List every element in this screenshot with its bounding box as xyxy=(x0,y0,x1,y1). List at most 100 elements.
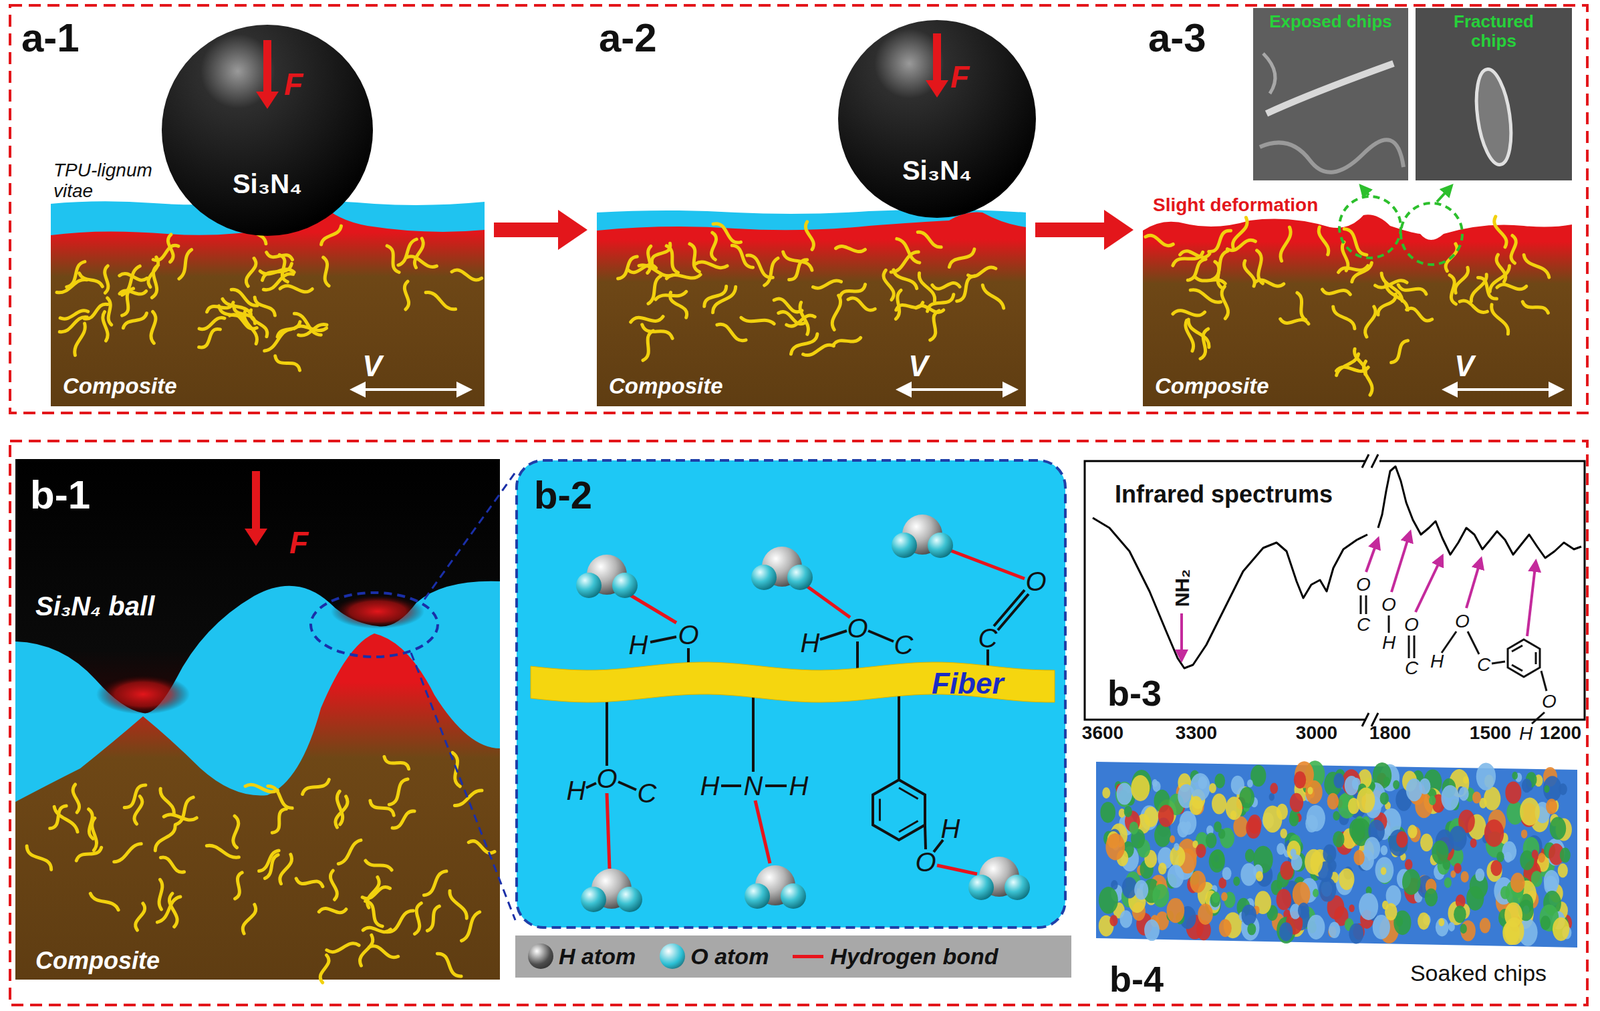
surface-peak xyxy=(1396,916,1404,927)
fiber-strand xyxy=(135,903,146,931)
surface-peak xyxy=(1438,918,1445,927)
surface-peak xyxy=(1169,835,1175,844)
surface-peak xyxy=(1100,802,1116,824)
atom-label: H xyxy=(700,771,720,801)
atom-label: C xyxy=(978,623,998,653)
fiber-strand xyxy=(199,328,221,347)
water-atom xyxy=(612,572,638,599)
legend-line-swatch xyxy=(792,955,824,959)
surface-peak xyxy=(1511,771,1518,780)
surface-peak xyxy=(1444,877,1452,889)
fiber-strand xyxy=(404,281,409,310)
chemical-bond xyxy=(993,590,1025,627)
line-element xyxy=(1362,454,1369,468)
panel-label: b-1 xyxy=(30,473,91,518)
fiber-strand xyxy=(1489,265,1510,293)
fiber-label: Fiber xyxy=(931,667,1004,700)
fiber-strand xyxy=(233,305,256,324)
fiber-strand xyxy=(124,785,146,809)
surface-peak xyxy=(1190,773,1211,802)
surface-peak xyxy=(1195,844,1206,859)
surface-peak xyxy=(1105,833,1125,861)
atom-label: H xyxy=(789,771,809,801)
surface-peak xyxy=(1540,915,1551,931)
fiber-strand xyxy=(741,317,774,324)
fiber-strand xyxy=(263,274,293,291)
block-label: Composite xyxy=(35,947,160,975)
surface-base xyxy=(1096,761,1578,948)
panel-label: b-3 xyxy=(1107,673,1162,714)
fiber-strand xyxy=(320,955,329,983)
surface-peak xyxy=(1293,771,1306,789)
fiber-strand xyxy=(832,295,841,330)
fiber-strand xyxy=(72,784,79,813)
fiber-strand xyxy=(1471,274,1487,302)
fiber-strand xyxy=(323,257,329,287)
surface-peak xyxy=(1458,786,1470,801)
pointer-arrow xyxy=(1360,185,1369,196)
surface-peak xyxy=(1263,805,1283,833)
fiber-strand xyxy=(1406,308,1433,321)
line-element xyxy=(1531,712,1545,724)
surface-peak xyxy=(1211,892,1220,904)
atom-label: O xyxy=(1381,594,1397,616)
sem-texture xyxy=(1263,53,1276,94)
fiber-strand xyxy=(321,225,342,245)
force-arrow-head xyxy=(925,80,949,98)
fiber-strand xyxy=(338,840,361,864)
atom-label: O xyxy=(1404,614,1419,636)
fiber-strand xyxy=(1342,241,1349,271)
surface-peak xyxy=(1338,868,1355,891)
sem-image xyxy=(1253,8,1409,181)
composite-block: Composite xyxy=(596,193,1026,407)
surface-peak xyxy=(1279,828,1288,839)
line-element xyxy=(1413,635,1416,659)
ball-indenter xyxy=(161,24,373,236)
fiber-strand xyxy=(1185,320,1194,351)
surface-peak xyxy=(1358,892,1379,921)
surface-peak xyxy=(1328,922,1341,939)
surface-peak xyxy=(1209,783,1217,794)
surface-peak xyxy=(1348,923,1364,945)
chemical-bond xyxy=(924,826,926,850)
water-atom xyxy=(891,532,917,559)
fiber-strand xyxy=(114,844,142,863)
surface-peak xyxy=(1173,843,1179,851)
fiber-strand xyxy=(917,231,942,247)
fiber-strand xyxy=(1194,276,1226,284)
surface-peak xyxy=(1424,888,1438,907)
fiber-strand xyxy=(369,946,399,958)
fiber-strand xyxy=(930,310,940,341)
fiber-strand xyxy=(704,286,727,307)
surface-peak xyxy=(1521,829,1528,839)
surface-peak xyxy=(1276,881,1283,890)
highlight-circle xyxy=(1339,196,1401,258)
line-element xyxy=(1391,531,1411,593)
force-label: F xyxy=(289,525,309,561)
surface-peak xyxy=(1327,793,1340,811)
surface-peak xyxy=(1158,805,1175,828)
fiber-strand xyxy=(1391,340,1409,363)
fiber-strand xyxy=(773,298,803,313)
surface-peak xyxy=(1460,924,1468,935)
hydrogen-bond xyxy=(937,865,978,875)
fiber-strand xyxy=(638,265,673,277)
axis-tick: 3600 xyxy=(1082,723,1124,744)
surface-peak xyxy=(1312,888,1319,898)
surface-peak xyxy=(1504,902,1523,928)
surface-peak xyxy=(1460,920,1476,942)
legend-atom-swatch xyxy=(659,943,686,970)
fiber-strand xyxy=(76,847,101,861)
water-atom xyxy=(968,874,994,901)
surface-peak xyxy=(1205,832,1218,849)
surface-peak xyxy=(1537,852,1546,863)
fiber-strand xyxy=(235,872,243,899)
fiber-strand xyxy=(813,280,842,289)
surface-peak xyxy=(1306,805,1326,832)
composite-block xyxy=(1142,214,1572,407)
line-element xyxy=(1444,388,1562,391)
chemical-bond xyxy=(586,783,597,788)
zoom-box: b-2Fiber xyxy=(515,459,1067,929)
surface-peak xyxy=(1483,787,1501,811)
axis-tick: 3300 xyxy=(1175,723,1218,744)
